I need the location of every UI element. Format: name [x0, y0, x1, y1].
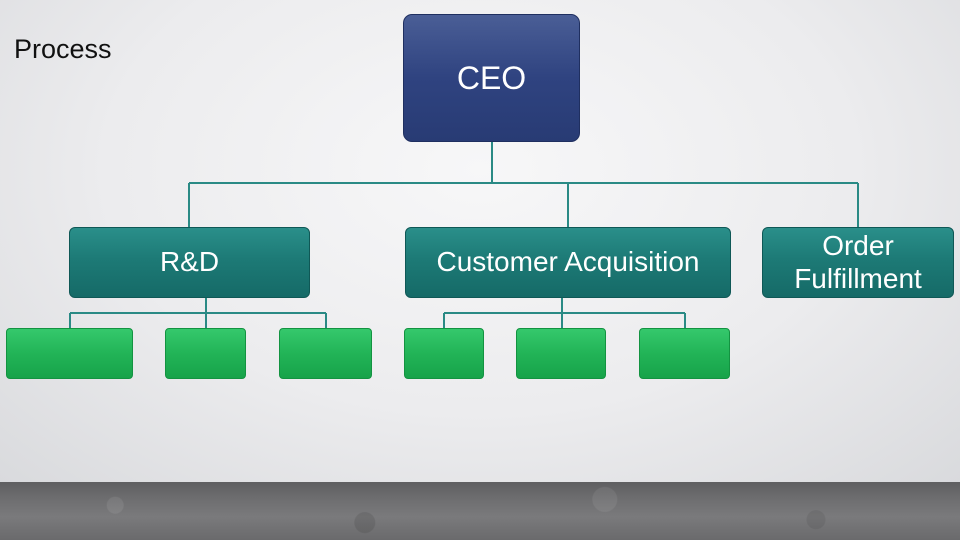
node-rnd-sub-3[interactable] — [279, 328, 372, 379]
node-acquisition-sub-3[interactable] — [639, 328, 730, 379]
node-customer-acquisition-label: Customer Acquisition — [436, 246, 700, 278]
page-title: Process — [14, 34, 112, 64]
node-rnd[interactable]: R&D — [69, 227, 310, 298]
node-acquisition-sub-2[interactable] — [516, 328, 606, 379]
node-rnd-sub-1[interactable] — [6, 328, 133, 379]
node-order-fulfillment[interactable]: Order Fulfillment — [762, 227, 954, 298]
node-rnd-label: R&D — [159, 246, 220, 278]
node-ceo-label: CEO — [456, 59, 527, 96]
floor-background — [0, 482, 960, 540]
node-acquisition-sub-1[interactable] — [404, 328, 484, 379]
node-customer-acquisition[interactable]: Customer Acquisition — [405, 227, 731, 298]
node-order-fulfillment-label: Order Fulfillment — [794, 230, 922, 294]
node-ceo[interactable]: CEO — [403, 14, 580, 142]
node-rnd-sub-2[interactable] — [165, 328, 246, 379]
